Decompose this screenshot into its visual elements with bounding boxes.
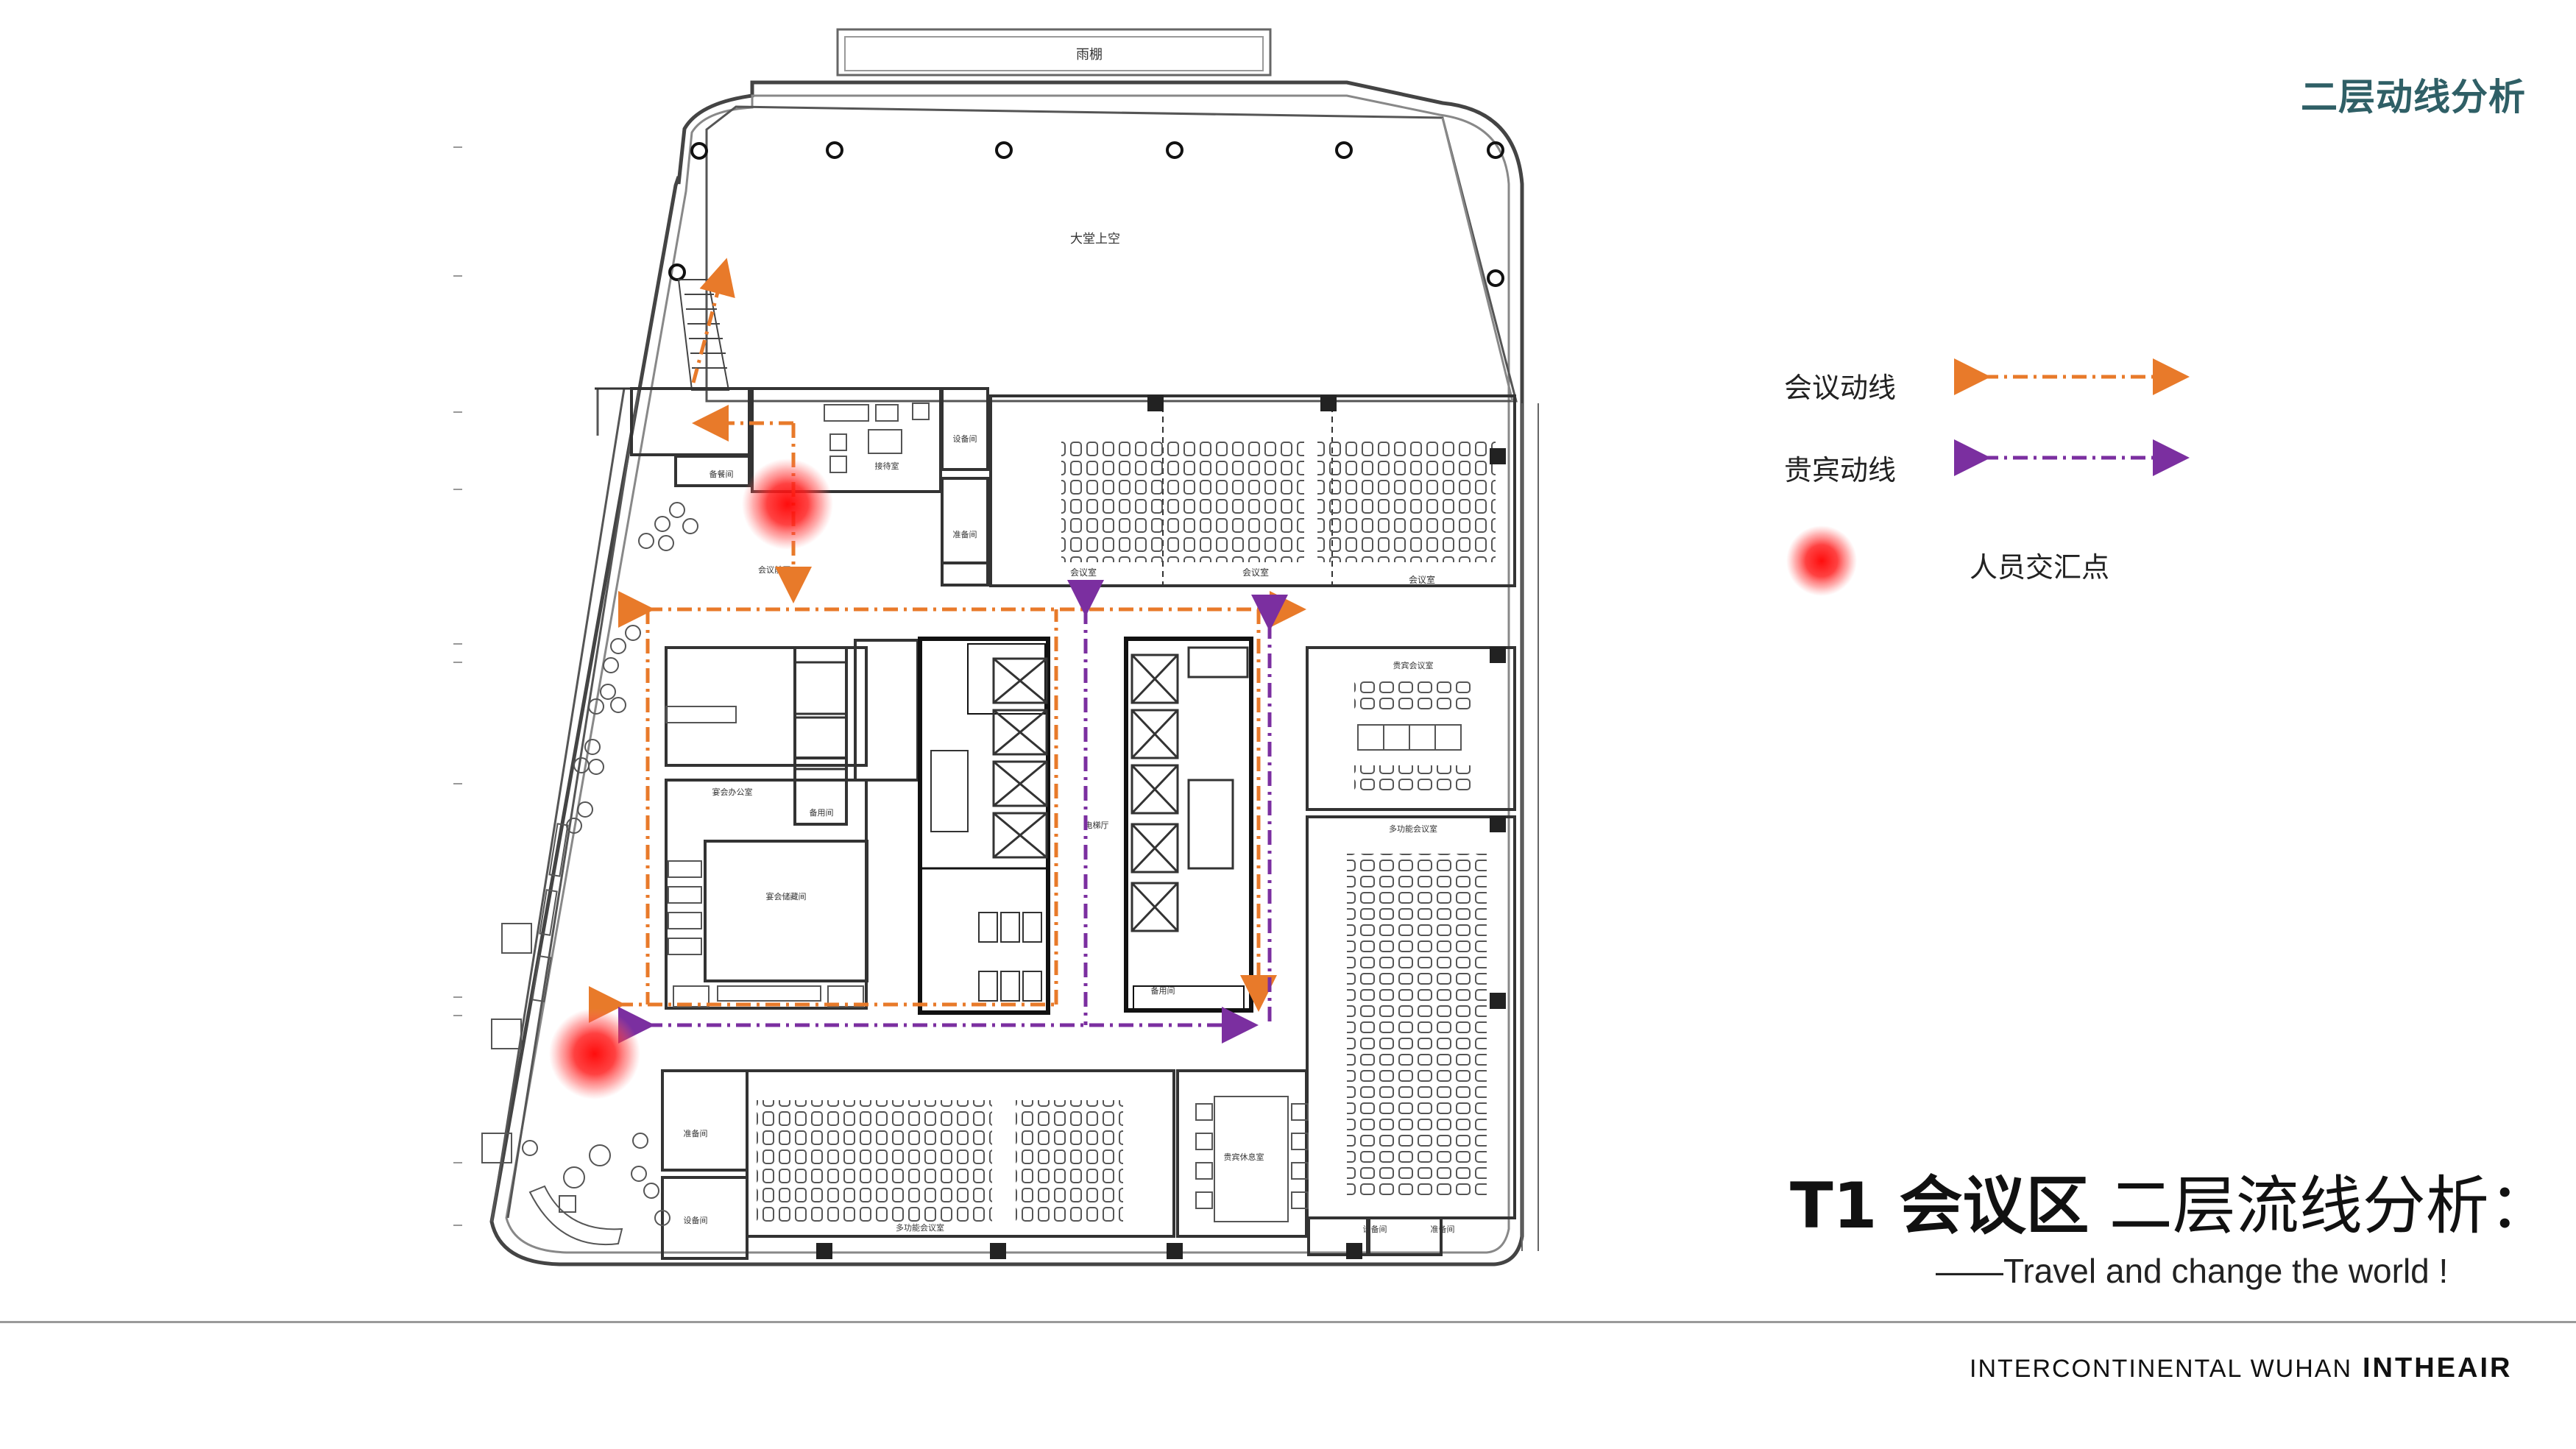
facade-windows <box>481 823 569 1163</box>
reception-label: 接待室 <box>875 461 899 471</box>
canopy: 雨棚 <box>836 28 1272 77</box>
page-header-title: 二层动线分析 <box>2301 76 2526 118</box>
brand-prefix: INTERCONTINENTAL WUHAN <box>1970 1355 2352 1383</box>
conference-label-b: 会议室 <box>1242 567 1269 578</box>
margin-ticks <box>453 146 462 1226</box>
vip-meeting-label: 贵宾会议室 <box>1393 660 1434 670</box>
main-title-rest: 二层流线分析： <box>2089 1169 2552 1243</box>
vip-rest-furniture <box>1195 1096 1309 1222</box>
legend-label-vip: 贵宾动线 <box>1784 454 1897 486</box>
spare-label-5: 备用间 <box>1151 985 1175 996</box>
seat-block-bottom-2 <box>1016 1100 1123 1222</box>
storage-label-1: 准备间 <box>953 529 977 539</box>
equipment-label-1: 设备间 <box>953 433 977 444</box>
reception-furniture <box>824 403 930 473</box>
main-title-bold: T1 会议区 <box>1790 1169 2090 1243</box>
left-facade <box>490 387 751 1222</box>
vip-rest-label: 贵宾休息室 <box>1224 1152 1264 1162</box>
columns <box>816 395 1506 1259</box>
meeting-hall-label: 会议前厅 <box>758 564 790 575</box>
storage-label-4: 备餐间 <box>710 469 734 479</box>
equipment-label-2: 设备间 <box>684 1215 708 1225</box>
core-left <box>918 637 1050 1015</box>
storage-label-3: 准备间 <box>1431 1224 1455 1234</box>
service-block-left <box>665 639 919 1010</box>
bottom-rooms <box>661 1069 1443 1260</box>
vip-flow-lines <box>618 580 1288 1044</box>
conference-label-c: 会议室 <box>1409 574 1435 585</box>
legend-label-meeting: 会议动线 <box>1784 372 1897 404</box>
legend-graphics <box>1786 358 2190 596</box>
brand-bold: INTHEAIR <box>2363 1353 2513 1384</box>
elevators-left <box>793 657 1048 859</box>
equipment-label-3: 设备间 <box>1363 1224 1387 1234</box>
legend-label-convergence: 人员交汇点 <box>1970 551 2110 584</box>
vip-chairs-bottom <box>1354 765 1472 795</box>
canopy-label: 雨棚 <box>1076 47 1103 63</box>
footer-brand: INTERCONTINENTAL WUHAN INTHEAIR <box>1970 1353 2512 1384</box>
elevators-right <box>1130 646 1249 932</box>
seat-block-right <box>1347 854 1487 1200</box>
right-facade <box>1521 403 1539 1251</box>
spare-room-label: 备用间 <box>810 807 834 818</box>
atrium-label: 大堂上空 <box>1070 232 1120 247</box>
footer-divider <box>0 1321 2576 1323</box>
convergence-point-bottom <box>549 1008 640 1099</box>
convergence-point-top <box>742 458 833 550</box>
multi-function-right-label: 多功能会议室 <box>1389 823 1437 834</box>
vip-meeting-room <box>1306 646 1516 811</box>
bottom-left-lounge <box>522 1133 670 1246</box>
lounge-seating <box>566 502 698 834</box>
seat-block-bottom-1 <box>757 1100 992 1222</box>
main-title: T1 会议区 二层流线分析： <box>1790 1154 2552 1246</box>
seat-block-2 <box>1317 439 1496 562</box>
office-furniture <box>665 706 864 1007</box>
restroom-stalls-left <box>930 750 1042 1002</box>
meeting-flow-lines <box>589 258 1306 1023</box>
atrium-void: 大堂上空 <box>705 105 1518 403</box>
atrium-columns <box>668 141 1504 287</box>
elevator-hall-label: 电梯厅 <box>1085 821 1109 830</box>
storage-label-2: 准备间 <box>684 1128 708 1138</box>
banquet-office-label: 宴会办公室 <box>712 787 753 797</box>
banquet-storage-label: 宴会储藏间 <box>766 891 807 901</box>
legend-convergence-dot <box>1786 525 1857 596</box>
vip-table <box>1357 724 1462 751</box>
seat-block-1 <box>1061 439 1304 562</box>
building-shell <box>489 80 1524 1266</box>
left-stair <box>677 279 730 391</box>
multi-function-bottom-label: 多功能会议室 <box>896 1222 944 1233</box>
subtitle: ——Travel and change the world ! <box>1936 1252 2449 1290</box>
conference-label-a: 会议室 <box>1070 567 1097 578</box>
vip-chairs-top <box>1354 681 1472 710</box>
